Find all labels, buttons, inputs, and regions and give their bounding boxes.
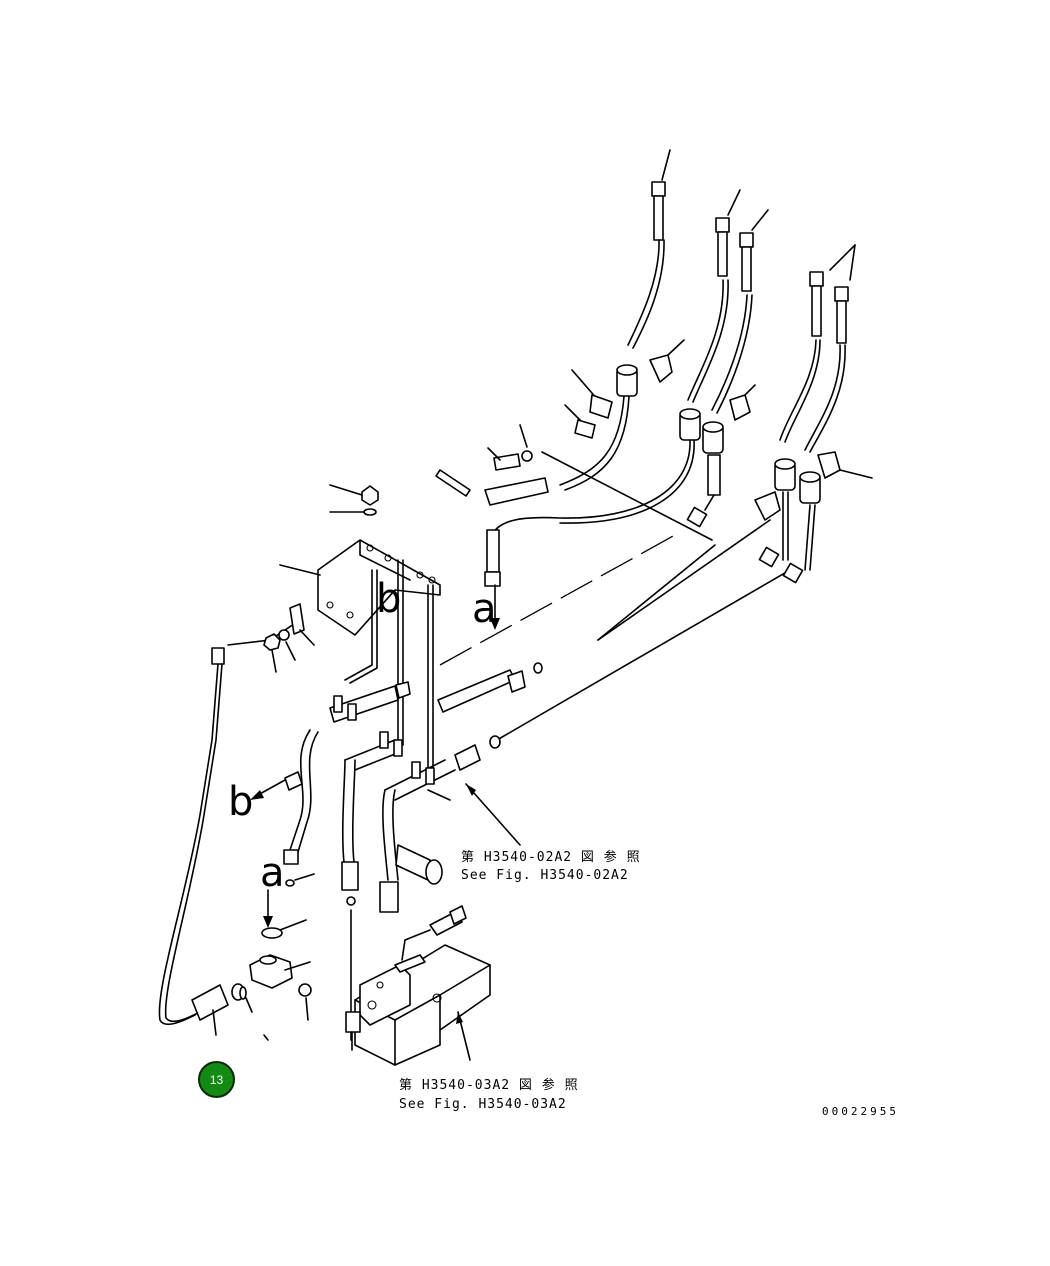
- reference-02-en: See Fig. H3540-02A2: [461, 868, 629, 883]
- badge-label: 13: [209, 1072, 224, 1087]
- small-fittings-left: [263, 603, 315, 673]
- callout-arrows: [250, 584, 500, 928]
- reference-03-jp: 第 H3540-03A2 図 参 照: [399, 1077, 579, 1093]
- rigid-tubes-left: [283, 559, 543, 913]
- guide-lines: [439, 451, 791, 741]
- callout-b-left: b: [228, 779, 253, 825]
- callout-b-top: b: [376, 576, 401, 622]
- hose-assembly-4: [754, 244, 873, 584]
- part-number-badge[interactable]: 13: [198, 1061, 235, 1098]
- small-fittings-bottom: [212, 873, 356, 1041]
- reference-leaders: [427, 783, 521, 1061]
- hose-assembly-2: [489, 189, 741, 541]
- sensor-cable: [158, 619, 301, 1025]
- small-fittings-top: [435, 369, 613, 587]
- hose-assembly-3: [686, 209, 769, 528]
- mounting-bracket: [279, 484, 441, 636]
- hose-assembly-1: [559, 149, 685, 491]
- callout-a-bottom: a: [260, 850, 285, 896]
- reference-02-jp: 第 H3540-02A2 図 参 照: [461, 849, 641, 865]
- callout-a-top: a: [472, 586, 497, 632]
- valve-block: [345, 905, 491, 1066]
- drawing-code: 00022955: [822, 1105, 899, 1118]
- reference-03-en: See Fig. H3540-03A2: [399, 1097, 567, 1112]
